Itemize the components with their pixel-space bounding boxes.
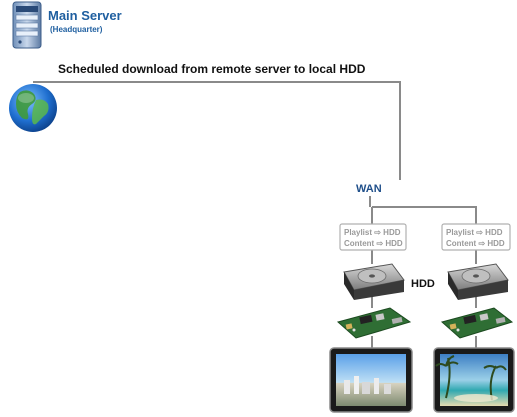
site-1-info-box [339,223,407,251]
server-subtitle: (Headquarter) [50,25,103,34]
site-2-info-box [441,223,511,251]
branch-line [372,206,477,224]
main-link-line [33,81,401,180]
hdd-label: HDD [411,278,435,290]
hard-disk-icon [447,263,509,300]
wan-label: WAN [356,183,382,195]
site-2: Playlist ⇨ HDD Content ⇨ HDD [433,223,515,413]
connection-lines [33,81,477,348]
site-1-playlist-text: Playlist ⇨ HDD [344,228,401,237]
site-1: Playlist ⇨ HDD Content ⇨ HDD [329,223,413,413]
hard-disk-icon [343,263,405,300]
server-tower-icon [12,1,42,49]
media-player-board-icon [336,307,412,339]
site-2-content-text: Content ⇨ HDD [446,239,505,248]
globe-icon [9,84,57,132]
display-screen-icon [329,347,413,413]
connection-label: Scheduled download from remote server to… [58,62,366,76]
site-2-playlist-text: Playlist ⇨ HDD [446,228,503,237]
media-player-board-icon [440,307,514,339]
display-screen-icon [433,347,515,413]
server-title: Main Server [48,8,122,23]
site-1-content-text: Content ⇨ HDD [344,239,403,248]
